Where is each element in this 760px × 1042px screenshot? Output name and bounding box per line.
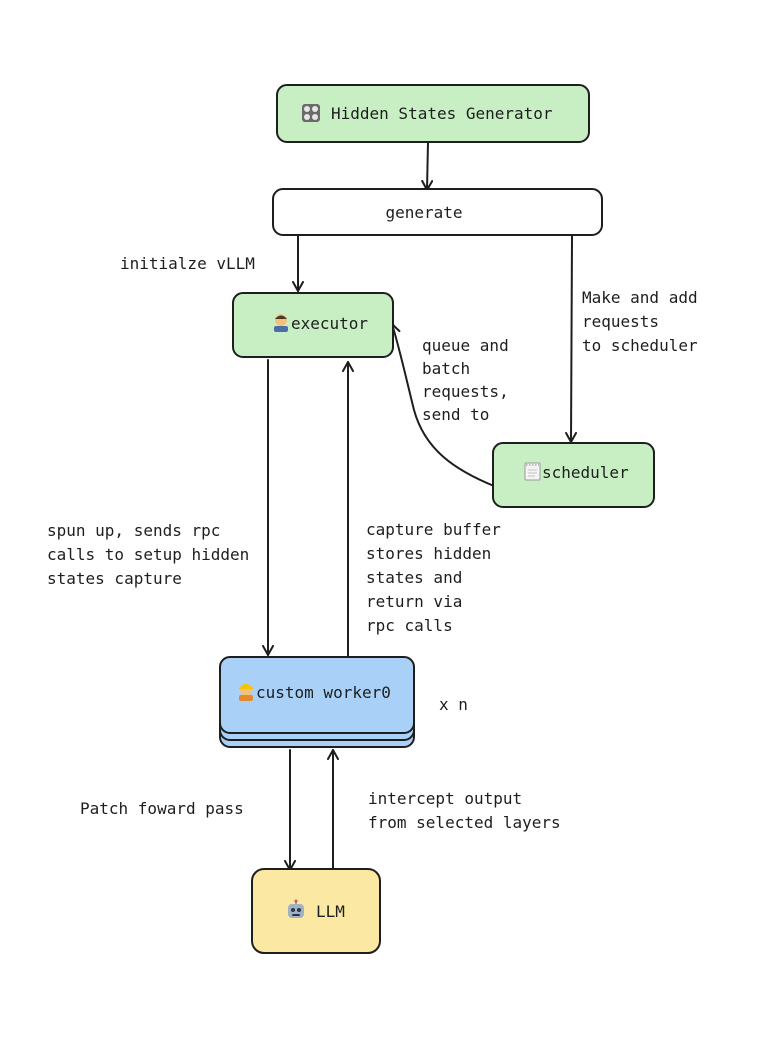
edge-label-patch: Patch foward pass (80, 799, 244, 818)
node-label: executor (291, 314, 368, 333)
edge-label-queue-batch: queue and batch requests, send to (422, 336, 518, 424)
worker-icon (239, 684, 253, 701)
node-generate: generate (272, 188, 603, 236)
edge-label-intercept: intercept output from selected layers (368, 789, 561, 832)
edge-scheduler-to-executor (388, 323, 495, 487)
node-label: custom worker0 (256, 683, 391, 702)
node-box (232, 292, 394, 358)
node-box (492, 442, 655, 508)
node-llm: LLM (251, 868, 381, 954)
node-box (219, 656, 415, 734)
node-custom-worker: custom worker0 (219, 656, 415, 748)
edges (262, 141, 578, 871)
edge-label-spun-up: spun up, sends rpc calls to setup hidden… (47, 521, 259, 588)
technologist-icon (274, 314, 288, 332)
edge-label-make-requests: Make and add requests to scheduler (582, 288, 707, 355)
node-box (272, 188, 603, 236)
node-label: scheduler (542, 463, 629, 482)
node-hidden-states-generator: Hidden States Generator (276, 84, 590, 143)
worker-multiplier: x n (439, 695, 468, 714)
robot-icon (288, 899, 304, 918)
node-executor: executor (232, 292, 394, 358)
node-label: generate (385, 203, 462, 222)
edge-generator-to-generate (421, 141, 434, 191)
notepad-icon (524, 462, 541, 481)
control-knobs-icon (302, 104, 320, 122)
node-label: LLM (316, 902, 345, 921)
node-box (276, 84, 590, 143)
edge-generate-to-scheduler (565, 235, 578, 443)
edge-label-initialize: initialze vLLM (120, 254, 255, 273)
edge-label-capture: capture buffer stores hidden states and … (366, 520, 511, 635)
node-label: Hidden States Generator (331, 104, 553, 123)
node-box (251, 868, 381, 954)
node-scheduler: scheduler (492, 442, 655, 508)
